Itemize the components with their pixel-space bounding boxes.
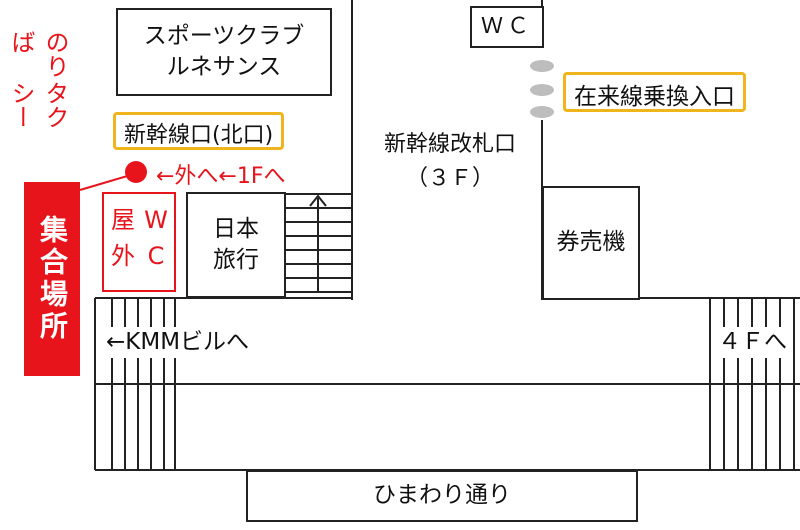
shinkansen-gate-label: 新幹線改札口 （３Ｆ） bbox=[358, 130, 542, 193]
meeting-point-box: 集合場所 bbox=[24, 182, 80, 376]
nihon-ryoko-label: 日本 旅行 bbox=[213, 215, 259, 273]
to-4f-label: ４Ｆへ bbox=[716, 327, 789, 359]
himawari-street-box: ひまわり通り bbox=[246, 470, 638, 522]
outside-direction-label: ←外へ←1Fへ bbox=[156, 164, 286, 189]
right-staircase bbox=[709, 298, 795, 470]
kmm-building-label: ←KMMビルへ bbox=[104, 327, 252, 359]
ticket-machine-label: 券売機 bbox=[556, 229, 626, 256]
taxi-label-col2: のりば bbox=[7, 30, 69, 78]
wc-label: ＷＣ bbox=[480, 14, 533, 40]
shinkansen-gate-text: 新幹線改札口 bbox=[383, 132, 516, 157]
outdoor-wc-left: 屋外 bbox=[110, 202, 136, 274]
sports-club-label: スポーツクラブ ルネサンス bbox=[143, 22, 305, 80]
taxi-label-col1: タクシー bbox=[7, 81, 69, 130]
pillar-marker bbox=[530, 106, 554, 118]
outdoor-wc-left-text: 屋外 bbox=[111, 206, 135, 270]
himawari-street-label: ひまわり通り bbox=[373, 482, 511, 509]
nihon-ryoko-box: 日本 旅行 bbox=[186, 192, 286, 298]
meeting-leader-line bbox=[79, 173, 135, 191]
pillar-marker bbox=[530, 84, 554, 96]
outdoor-wc-box: 屋外 WC bbox=[102, 192, 176, 292]
meeting-point-dot bbox=[125, 161, 147, 183]
taxi-stand-label: タクシー のりば bbox=[4, 30, 72, 150]
outdoor-wc-right-text: WC bbox=[144, 206, 168, 270]
shinkansen-gate-floor: （３Ｆ） bbox=[405, 165, 494, 191]
sports-club-box: スポーツクラブ ルネサンス bbox=[116, 8, 332, 96]
shinkansen-north-label: 新幹線口(北口) bbox=[113, 112, 285, 150]
pillar-marker bbox=[530, 60, 554, 72]
zairaisen-transfer-label: 在来線乗換入口 bbox=[563, 72, 746, 112]
up-arrow-icon bbox=[309, 194, 327, 292]
wc-box: ＷＣ bbox=[470, 6, 544, 48]
ticket-machine-box: 券売機 bbox=[542, 186, 640, 300]
meeting-point-label: 集合場所 bbox=[36, 215, 69, 343]
outdoor-wc-right: WC bbox=[142, 202, 170, 274]
left-staircase bbox=[111, 298, 176, 470]
